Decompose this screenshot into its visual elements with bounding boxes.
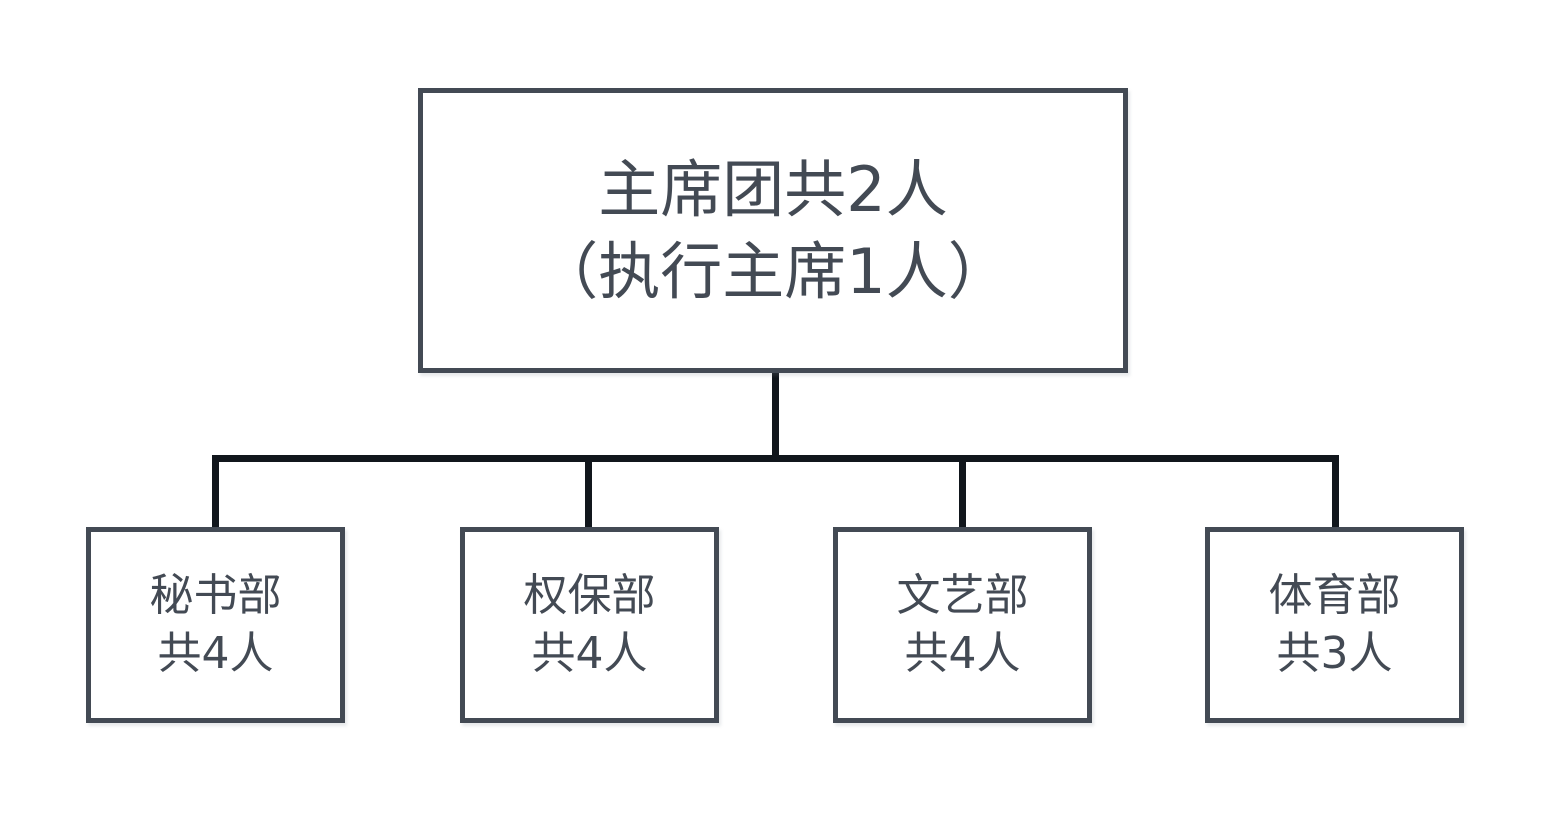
org-node-child-2-name: 权保部 [523,569,656,621]
org-node-child-2[interactable]: 权保部 共4人 [460,527,719,723]
connector-trunk [772,371,779,461]
org-node-child-1-name: 秘书部 [149,569,282,621]
connector-drop-2 [585,455,592,530]
org-node-child-3-name: 文艺部 [896,569,1029,621]
org-node-child-2-count: 共4人 [531,628,648,679]
org-node-child-4-count: 共3人 [1276,628,1393,679]
org-node-child-4[interactable]: 体育部 共3人 [1205,527,1464,723]
org-node-root-line2: （执行主席1人） [536,234,1010,308]
org-node-child-1[interactable]: 秘书部 共4人 [86,527,345,723]
org-node-child-1-count: 共4人 [157,628,274,679]
connector-horizontal-bus [212,455,1338,462]
connector-drop-3 [959,455,966,530]
org-node-child-3[interactable]: 文艺部 共4人 [833,527,1092,723]
org-node-root-line1: 主席团共2人 [598,152,948,226]
org-node-child-3-count: 共4人 [904,628,1021,679]
org-node-child-4-name: 体育部 [1268,569,1401,621]
org-node-root[interactable]: 主席团共2人 （执行主席1人） [418,88,1128,373]
connector-drop-1 [212,455,219,530]
connector-drop-4 [1332,455,1339,530]
